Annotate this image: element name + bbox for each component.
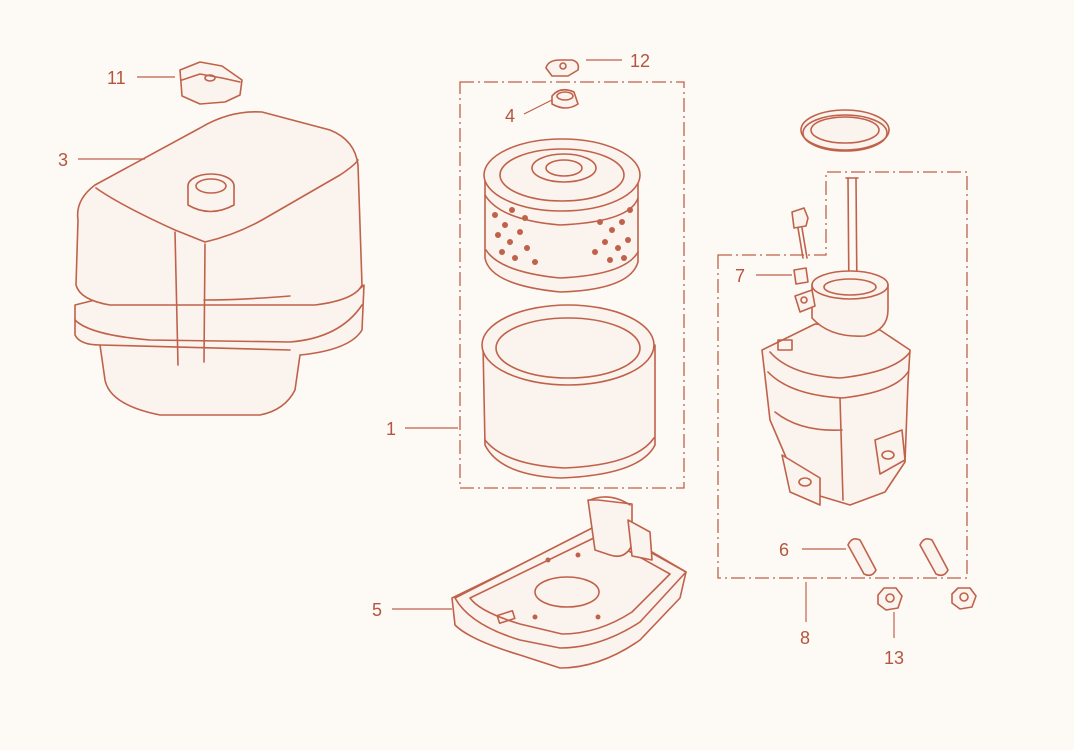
grommet (551, 88, 579, 109)
kit-box-1 (459, 81, 685, 489)
clip (545, 59, 580, 77)
air-cleaner-elbow (761, 270, 911, 506)
collar (793, 267, 809, 285)
stud-right (919, 538, 949, 577)
leader-lines (78, 59, 895, 638)
nut-right (951, 587, 977, 610)
callout-7: 7 (735, 266, 745, 286)
callout-4: 4 (505, 106, 515, 126)
foam-filter-element (481, 304, 656, 479)
callout-12: 12 (630, 51, 650, 71)
callout-3: 3 (58, 150, 68, 170)
bolt (791, 207, 809, 259)
callout-1: 1 (386, 419, 396, 439)
air-cleaner-cover (74, 111, 365, 416)
paper-filter-element (483, 138, 641, 293)
callout-5: 5 (372, 600, 382, 620)
callout-11: 11 (107, 68, 126, 88)
callout-6: 6 (779, 540, 789, 560)
kit-box-8 (717, 171, 968, 579)
stud-left (847, 538, 877, 577)
callout-8: 8 (800, 628, 810, 648)
air-cleaner-base (451, 496, 687, 669)
gasket (800, 109, 890, 152)
wing-nut (179, 61, 243, 105)
callout-13: 13 (884, 648, 904, 668)
nut-left (877, 587, 903, 611)
